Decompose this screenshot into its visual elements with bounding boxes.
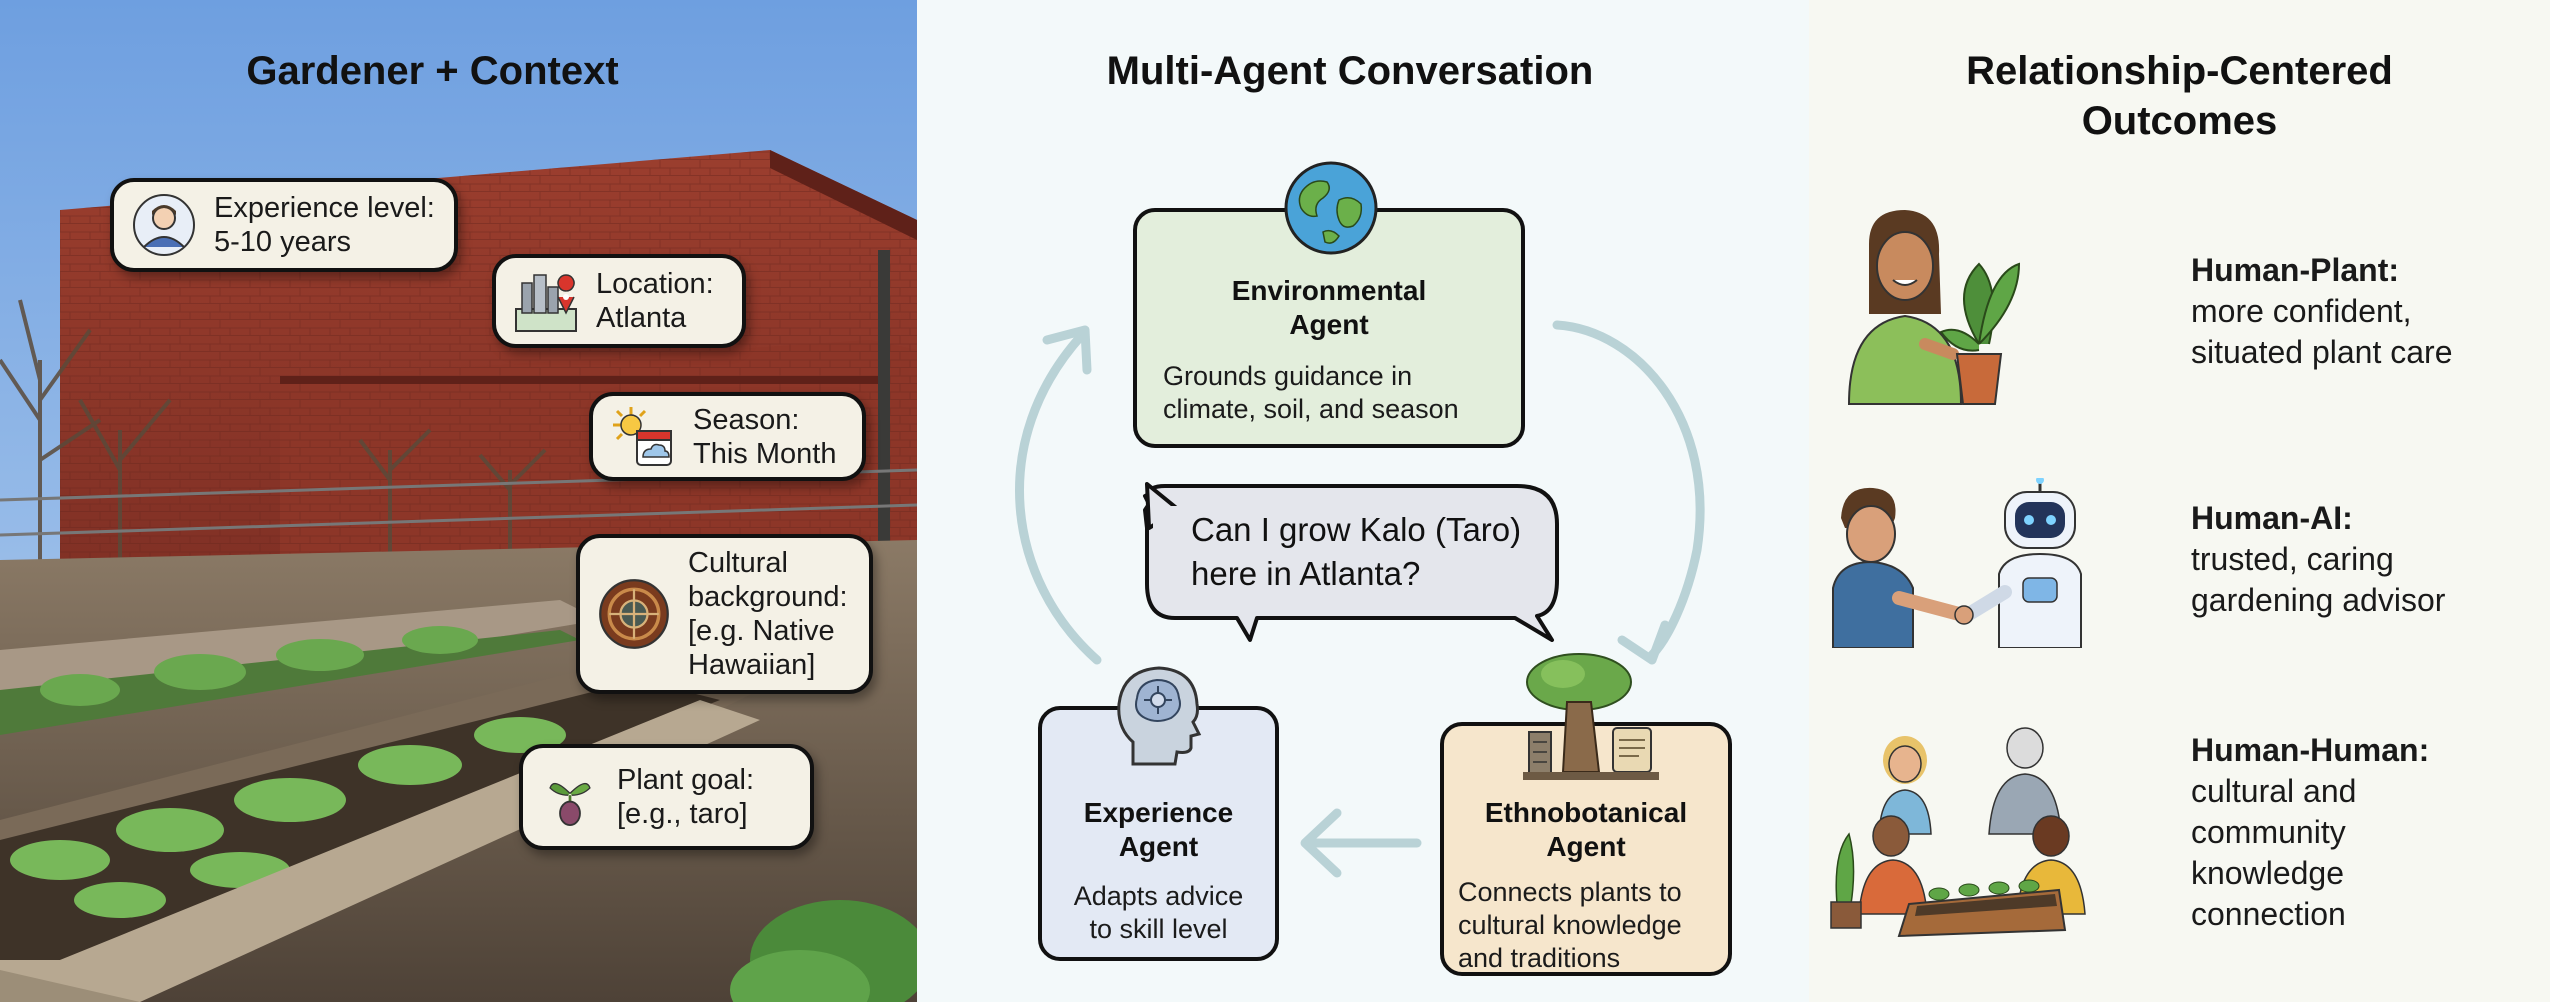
taro-plant-icon [549,782,591,826]
agent-description: Connects plants to cultural knowledge an… [1444,876,1728,975]
context-card-line: This Month [693,437,837,470]
agent-name-line: Agent [1289,309,1369,340]
context-card-line: Location: [596,268,714,300]
outcome-line: situated plant care [2191,334,2453,370]
outcome-line: trusted, caring [2191,541,2394,577]
context-card-experience: Experience level: 5-10 years [110,178,458,272]
person-icon [133,194,195,256]
context-card-location: Location: Atlanta [492,254,746,348]
tree-totem-scroll-icon [1523,653,1659,780]
person-with-plant-icon [1847,210,2021,405]
outcome-title: Human-Plant: [2191,252,2399,288]
outcome-title: Human-AI: [2191,500,2353,536]
handshake-robot-icon [1832,478,2082,648]
outcome-human-human: Human-Human: cultural and community know… [1809,720,2550,960]
question-line: here in Atlanta? [1191,555,1421,592]
agent-desc-line: to skill level [1089,914,1228,944]
arrow-head [1617,620,1670,665]
panel-title-gardener-context: Gardener + Context [246,49,619,93]
cycle-arrows [1015,320,1705,878]
agent-name-line: Agent [1546,831,1626,862]
agent-desc-line: Grounds guidance in [1163,361,1413,391]
cultural-pattern-icon [599,579,669,649]
context-card-line: Atlanta [596,302,687,334]
arrow-experience-to-environmental [1015,330,1102,665]
question-text: Can I grow Kalo (Taro) here in Atlanta? [1191,508,1521,596]
agent-desc-line: cultural knowledge [1458,910,1682,940]
context-card-line: Cultural [688,547,788,579]
arrow-head [1042,325,1092,375]
context-card-season: Season: This Month [589,392,866,481]
speech-bubble-tail [1145,482,1185,532]
agent-desc-line: and traditions [1458,943,1621,973]
outcome-line: community [2191,814,2346,850]
context-card-cultural-background: Cultural background: [e.g. Native Hawaii… [576,534,873,694]
agent-description: Grounds guidance in climate, soil, and s… [1137,360,1521,426]
context-card-line: Hawaiian] [688,649,816,681]
ethnobotanical-agent-box: Ethnobotanical Agent Connects plants to … [1440,722,1732,976]
context-card-line: [e.g., taro] [617,798,748,830]
garden-scene-photo [0,0,917,1002]
outcome-line: more confident, [2191,293,2412,329]
community-garden-icon [1830,727,2086,938]
outcome-line: connection [2191,896,2346,932]
outcome-line: knowledge [2191,855,2344,891]
agent-name: Experience Agent [1042,796,1275,864]
agent-desc-line: Connects plants to [1458,877,1682,907]
question-line: Can I grow Kalo (Taro) [1191,511,1522,548]
agent-name-line: Ethnobotanical [1484,797,1688,828]
agent-name-line: Environmental [1231,275,1427,306]
context-card-plant-goal: Plant goal: [e.g., taro] [519,744,814,850]
panel-title-multi-agent: Multi-Agent Conversation [1106,49,1594,93]
context-card-line: background: [688,581,848,613]
agent-name: Ethnobotanical Agent [1444,796,1728,864]
globe-icon [1284,161,1378,255]
arrow-head [1300,808,1342,878]
context-card-line: Experience level: [214,192,435,224]
gardener-context-panel: Gardener + Context Experience level: 5-1… [0,0,917,1002]
city-map-icon [515,274,577,332]
question-speech-bubble [1143,484,1559,642]
context-card-line: Season: [693,403,800,436]
outcome-human-plant: Human-Plant: more confident, situated pl… [1809,200,2550,420]
brain-head-icon [1117,666,1202,766]
agent-name: Environmental Agent [1137,274,1521,342]
outcome-title: Human-Human: [2191,732,2430,768]
agent-desc-line: Adapts advice [1073,881,1244,911]
multi-agent-conversation-panel: Multi-Agent Conversation Can I grow Kalo… [917,0,1809,1002]
panel-title-line: Relationship-Centered [1966,49,2393,93]
arrow-environmental-to-ethnobotanical [1552,320,1705,660]
sun-calendar-icon [613,406,672,466]
outcome-line: gardening advisor [2191,582,2446,618]
context-card-line: 5-10 years [214,226,352,258]
agent-name-line: Agent [1118,831,1199,862]
panel-title-outcomes: Relationship-Centered Outcomes [1809,46,2550,146]
outcomes-panel: Relationship-Centered Outcomes Human-Pla… [1809,0,2550,1002]
outcome-line: cultural and [2191,773,2357,809]
agent-description: Adapts advice to skill level [1042,880,1275,946]
outcome-human-ai: Human-AI: trusted, caring gardening advi… [1809,470,2550,650]
context-card-line: [e.g. Native [688,615,835,647]
agent-desc-line: climate, soil, and season [1163,394,1459,424]
panel-title-line: Outcomes [2081,99,2278,143]
context-card-line: Plant goal: [617,764,755,796]
agent-name-line: Experience [1083,797,1234,828]
